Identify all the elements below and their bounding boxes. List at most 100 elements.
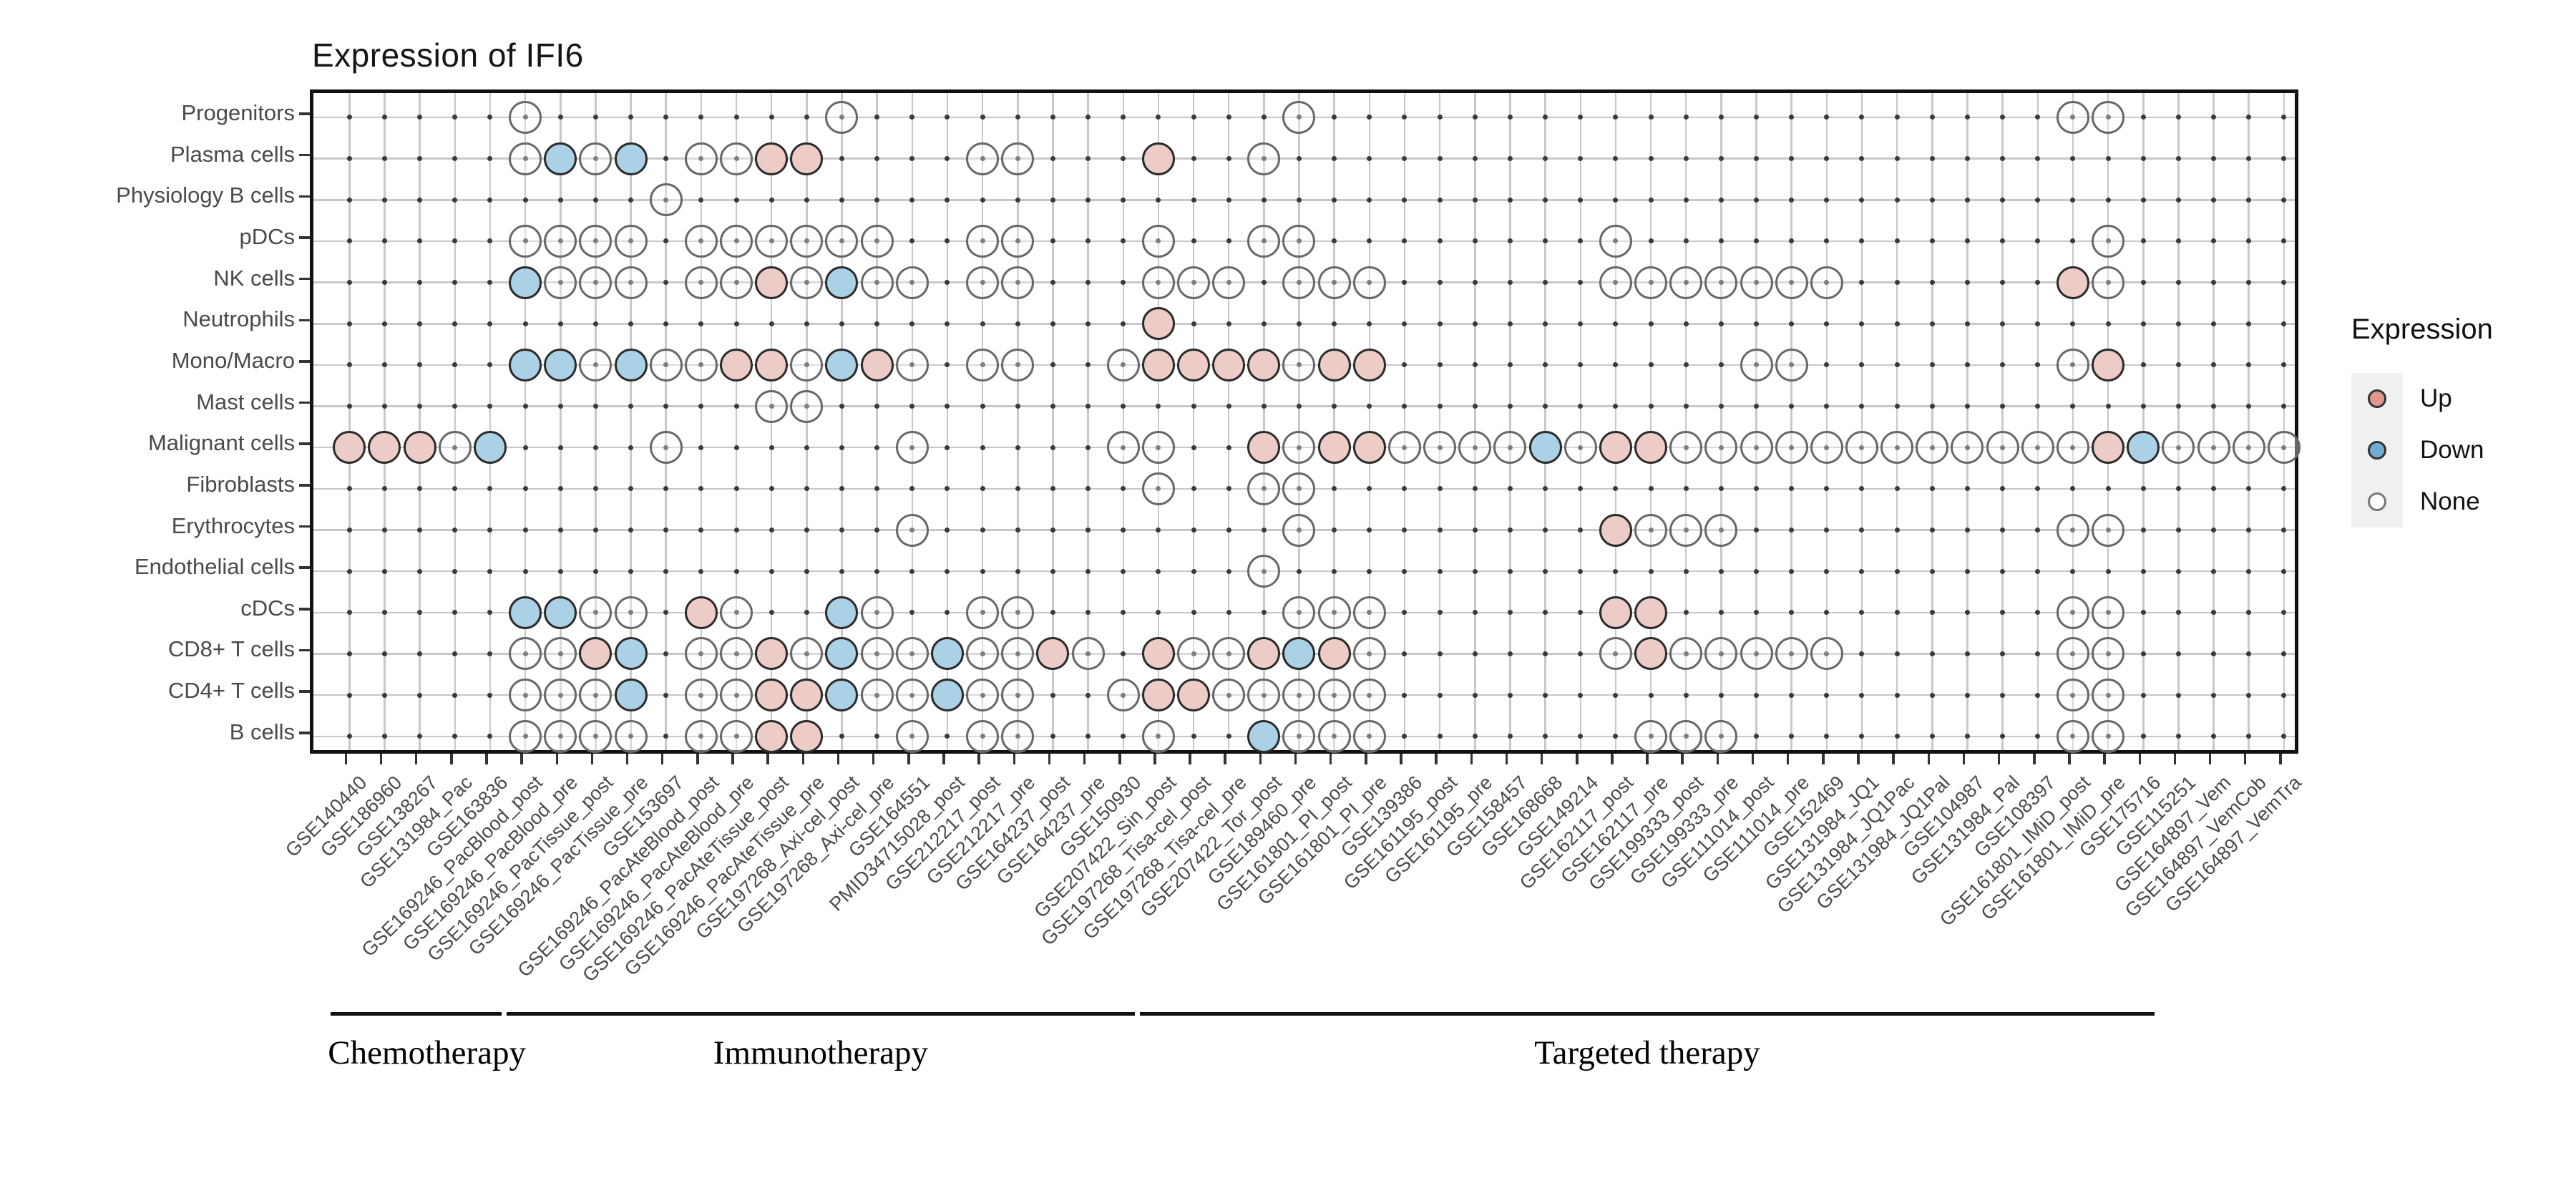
- grid-point: [1824, 156, 1830, 162]
- expression-dot-none: [1247, 679, 1281, 712]
- grid-point: [2000, 362, 2006, 368]
- expression-dot-none: [2056, 679, 2089, 712]
- grid-point: [1543, 115, 1548, 120]
- grid-point: [381, 280, 387, 286]
- grid-point: [2246, 115, 2252, 120]
- y-tick: [299, 648, 310, 652]
- grid-point: [2246, 734, 2252, 739]
- grid-point: [557, 444, 563, 450]
- expression-dot-none: [860, 266, 894, 299]
- grid-point: [1226, 404, 1231, 409]
- expression-dot-none: [509, 100, 542, 134]
- x-tick: [1400, 754, 1402, 764]
- expression-dot-none: [966, 348, 1000, 381]
- grid-point: [1648, 568, 1654, 574]
- grid-point: [769, 568, 774, 574]
- grid-point: [874, 734, 880, 739]
- grid-point: [1859, 486, 1865, 492]
- expression-dot-none: [579, 224, 613, 258]
- grid-point: [1964, 404, 1970, 409]
- expression-dot-down: [473, 431, 507, 465]
- grid-point: [1156, 115, 1161, 120]
- grid-point: [1507, 156, 1513, 162]
- grid-point: [417, 486, 423, 492]
- y-tick: [299, 608, 310, 611]
- grid-point: [417, 238, 423, 244]
- grid-point: [945, 115, 950, 120]
- expression-dot-up: [1141, 679, 1175, 712]
- expression-dot-none: [1282, 719, 1316, 753]
- grid-point: [381, 692, 387, 698]
- grid-point: [909, 156, 915, 162]
- grid-point: [874, 568, 880, 574]
- grid-point: [522, 444, 528, 450]
- expression-dot-up: [1141, 637, 1175, 671]
- expression-dot-none: [1282, 472, 1316, 505]
- grid-line-vertical: [1684, 93, 1687, 750]
- x-tick: [1857, 754, 1860, 764]
- grid-point: [2211, 734, 2216, 739]
- grid-point: [1929, 528, 1935, 533]
- grid-point: [1929, 486, 1935, 492]
- expression-dot-up: [1141, 348, 1175, 381]
- grid-point: [2140, 197, 2146, 203]
- grid-point: [1824, 197, 1830, 203]
- expression-dot-none: [2197, 431, 2230, 465]
- grid-point: [557, 197, 563, 203]
- y-axis-label: NK cells: [213, 265, 295, 291]
- grid-point: [1191, 444, 1196, 450]
- grid-point: [2175, 197, 2181, 203]
- grid-point: [733, 444, 739, 450]
- grid-point: [1824, 404, 1830, 409]
- grid-point: [381, 362, 387, 368]
- grid-point: [2035, 238, 2041, 244]
- grid-point: [2140, 486, 2146, 492]
- grid-point: [346, 734, 352, 739]
- grid-point: [2211, 651, 2216, 656]
- expression-dot-up: [1177, 348, 1211, 381]
- grid-point: [2000, 280, 2006, 286]
- grid-point: [592, 115, 598, 120]
- grid-point: [1929, 115, 1935, 120]
- grid-point: [1929, 197, 1935, 203]
- expression-dot-none: [614, 719, 648, 753]
- grid-point: [1050, 362, 1055, 368]
- grid-point: [2000, 321, 2006, 326]
- x-tick: [344, 754, 348, 764]
- grid-point: [1613, 321, 1619, 326]
- grid-point: [592, 321, 598, 326]
- expression-dot-none: [1387, 431, 1421, 465]
- grid-line-vertical: [1931, 93, 1933, 750]
- grid-point: [1121, 115, 1126, 120]
- grid-point: [698, 197, 704, 203]
- therapy-bracket: [1139, 1012, 2155, 1016]
- expression-dot-none: [1352, 679, 1386, 712]
- grid-point: [1472, 528, 1478, 533]
- grid-point: [663, 734, 669, 739]
- grid-point: [2105, 568, 2111, 574]
- grid-point: [874, 404, 880, 409]
- expression-dot-none: [755, 224, 789, 258]
- expression-dot-up: [1247, 431, 1281, 465]
- grid-point: [592, 444, 598, 450]
- grid-point: [2000, 486, 2006, 492]
- grid-line-vertical: [2283, 93, 2285, 750]
- grid-point: [698, 321, 704, 326]
- grid-point: [1226, 734, 1231, 739]
- grid-point: [628, 568, 634, 574]
- grid-point: [1050, 528, 1055, 533]
- grid-point: [1718, 568, 1724, 574]
- expression-dot-up: [720, 348, 753, 381]
- grid-point: [1050, 734, 1055, 739]
- x-tick: [1083, 754, 1086, 764]
- grid-point: [2246, 404, 2252, 409]
- grid-point: [522, 568, 528, 574]
- plot-area: [310, 89, 2301, 754]
- y-axis-label: Mast cells: [196, 389, 295, 414]
- grid-point: [1578, 486, 1584, 492]
- y-tick: [299, 277, 310, 281]
- expression-dot-none: [895, 637, 929, 671]
- grid-point: [1332, 321, 1337, 326]
- expression-dot-none: [544, 224, 577, 258]
- expression-dot-none: [649, 431, 683, 465]
